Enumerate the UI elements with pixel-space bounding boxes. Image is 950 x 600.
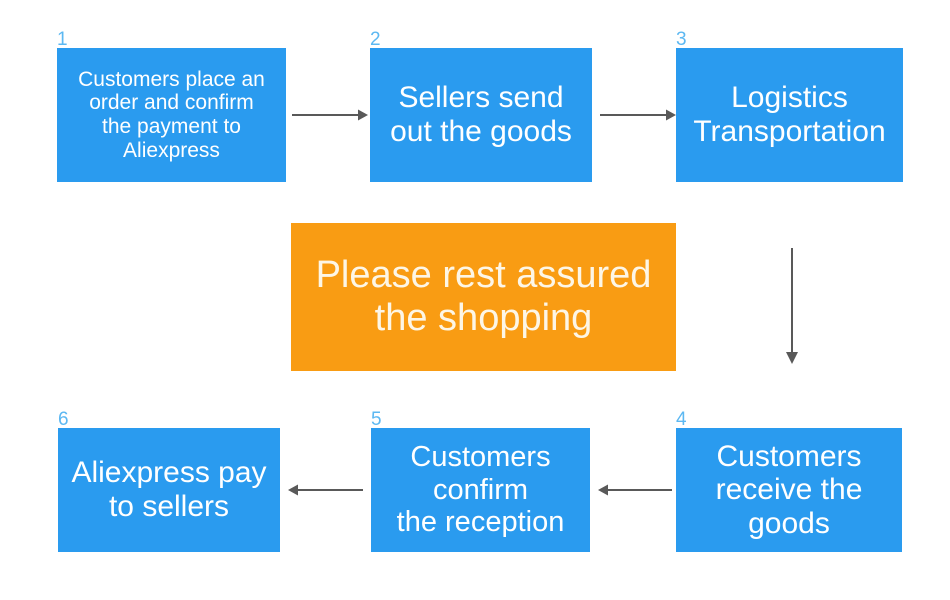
process-node-2[interactable]: Sellers send out the goods: [370, 48, 592, 182]
process-node-3-label: Logistics Transportation: [693, 81, 886, 148]
node-number-badge-3: 3: [676, 29, 687, 50]
assurance-banner: Please rest assured the shopping: [291, 223, 676, 371]
process-node-5-label: Customers confirm the reception: [396, 441, 565, 539]
process-node-3[interactable]: Logistics Transportation: [676, 48, 903, 182]
arrow-5-to-6: [288, 480, 363, 500]
assurance-banner-label: Please rest assured the shopping: [315, 254, 652, 339]
process-node-6-label: Aliexpress pay to sellers: [71, 456, 267, 523]
process-node-4-label: Customers receive the goods: [715, 439, 863, 540]
arrow-3-to-4: [780, 248, 804, 364]
arrow-2-to-3: [600, 105, 676, 125]
process-node-5[interactable]: Customers confirm the reception: [371, 428, 590, 552]
arrow-1-to-2: [292, 105, 368, 125]
node-number-badge-2: 2: [370, 29, 381, 50]
process-node-2-label: Sellers send out the goods: [390, 81, 572, 148]
process-node-1[interactable]: Customers place an order and confirm the…: [57, 48, 286, 182]
node-number-badge-6: 6: [58, 409, 69, 430]
node-number-badge-4: 4: [676, 409, 687, 430]
node-number-badge-1: 1: [57, 29, 68, 50]
process-node-6[interactable]: Aliexpress pay to sellers: [58, 428, 280, 552]
process-node-1-label: Customers place an order and confirm the…: [78, 67, 265, 162]
process-node-4[interactable]: Customers receive the goods: [676, 428, 902, 552]
arrow-4-to-5: [598, 480, 672, 500]
node-number-badge-5: 5: [371, 409, 382, 430]
